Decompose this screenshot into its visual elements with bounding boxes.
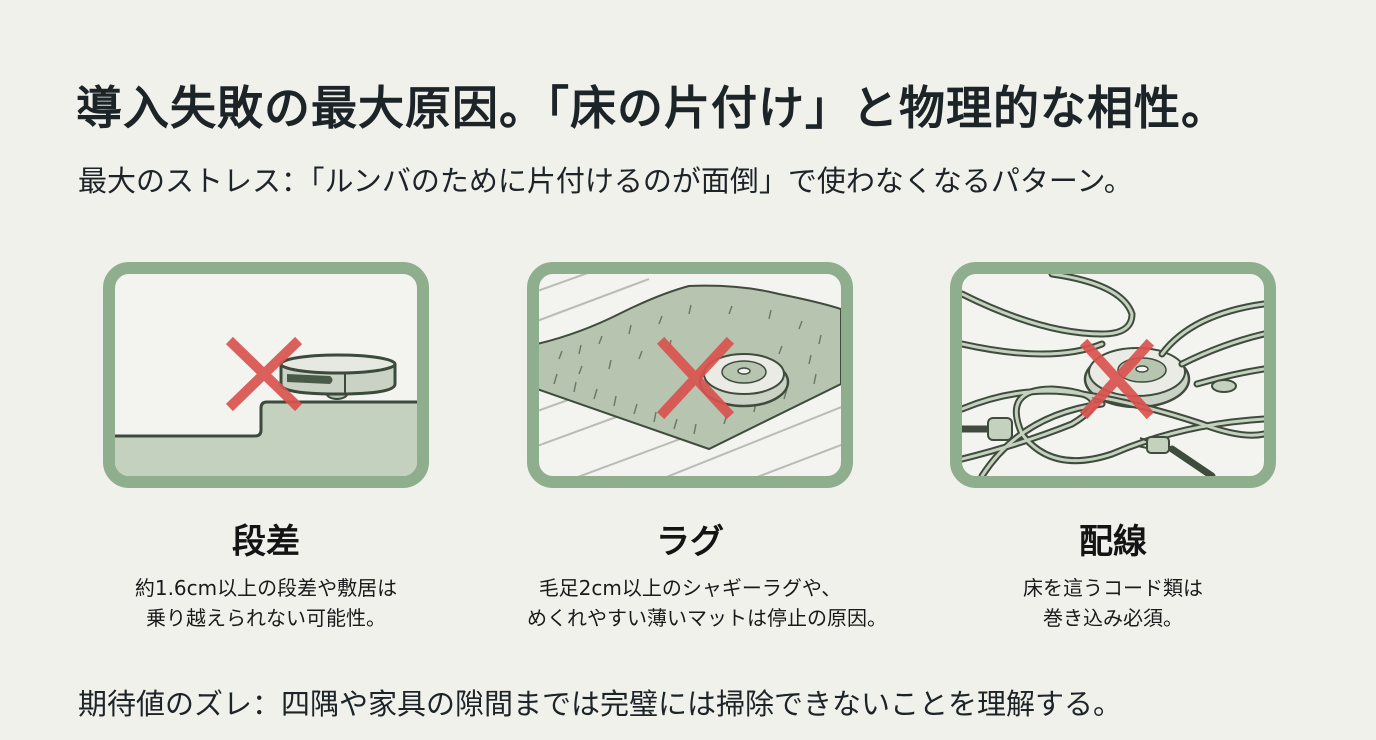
card-description: 約1.6cm以上の段差や敷居は 乗り越えられない可能性。 — [103, 573, 429, 633]
robot-on-step-icon — [115, 336, 417, 476]
robot-on-rug-icon — [539, 274, 841, 476]
step-illustration-frame — [103, 262, 429, 488]
card-step: 段差 約1.6cm以上の段差や敷居は 乗り越えられない可能性。 — [103, 262, 429, 633]
card-description: 毛足2cm以上のシャギーラグや、 めくれやすい薄いマットは停止の原因。 — [527, 573, 887, 633]
card-rug: ラグ 毛足2cm以上のシャギーラグや、 めくれやすい薄いマットは停止の原因。 — [527, 262, 887, 633]
robot-tangled-cords-icon — [962, 274, 1264, 476]
card-desc-line: めくれやすい薄いマットは停止の原因。 — [527, 606, 887, 630]
card-title: 配線 — [1079, 522, 1147, 562]
rug-illustration-frame — [527, 262, 853, 488]
card-desc-line: 巻き込み必須。 — [1043, 606, 1183, 630]
footer-note: 期待値のズレ：四隅や家具の隙間までは完璧には掃除できないことを理解する。 — [78, 687, 1123, 721]
card-cords: 配線 床を這うコード類は 巻き込み必須。 — [950, 262, 1276, 633]
card-desc-line: 乗り越えられない可能性。 — [146, 606, 386, 630]
card-title: ラグ — [656, 522, 724, 562]
card-desc-line: 床を這うコード類は — [1023, 576, 1203, 600]
page-subtitle: 最大のストレス：「ルンバのために片付けるのが面倒」で使わなくなるパターン。 — [78, 164, 1133, 198]
page-title: 導入失敗の最大原因。「床の片付け」と物理的な相性。 — [76, 81, 1228, 135]
card-title: 段差 — [232, 522, 300, 562]
card-desc-line: 約1.6cm以上の段差や敷居は — [134, 576, 398, 600]
card-description: 床を這うコード類は 巻き込み必須。 — [950, 573, 1276, 633]
card-desc-line: 毛足2cm以上のシャギーラグや、 — [538, 576, 842, 600]
cords-illustration-frame — [950, 262, 1276, 488]
